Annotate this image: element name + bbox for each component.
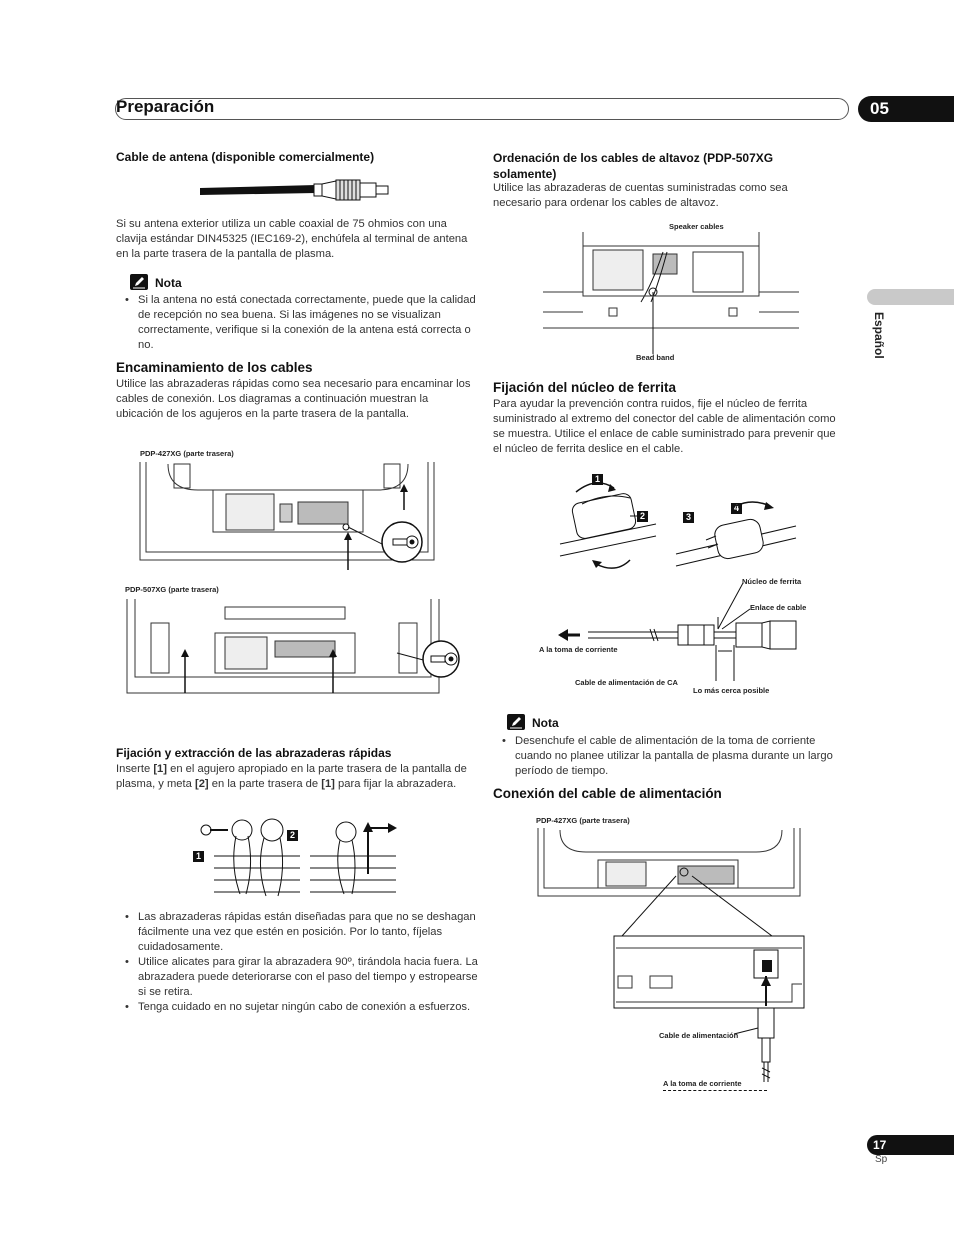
page-number: 17 xyxy=(867,1135,954,1155)
routing-body: Utilice las abrazaderas rápidas como sea… xyxy=(116,378,471,420)
ferrite-body: Para ayudar la prevención contra ruidos,… xyxy=(493,398,836,455)
caption-427-power: PDP-427XG (parte trasera) xyxy=(536,816,630,825)
antenna-heading: Cable de antena (disponible comercialmen… xyxy=(116,150,375,164)
caption-speaker-cables: Speaker cables xyxy=(669,222,724,231)
clamps-bullet: Utilice alicates para girar la abrazader… xyxy=(118,955,478,1000)
chapter-number: 05 xyxy=(858,96,954,122)
note-list: Desenchufe el cable de alimentación de l… xyxy=(495,734,845,779)
note-pencil-icon xyxy=(130,274,148,290)
caption-closest: Lo más cerca posible xyxy=(693,686,770,695)
caption-ac-cable: Cable de alimentación de CA xyxy=(575,678,678,687)
step-4: 4 xyxy=(731,498,742,516)
clamps-bullets: Las abrazaderas rápidas están diseñadas … xyxy=(118,910,478,1015)
speaker-cable-diagram xyxy=(543,232,799,354)
ferrite-heading: Fijación del núcleo de ferrita xyxy=(493,380,677,395)
caption-507-rear: PDP-507XG (parte trasera) xyxy=(125,585,219,594)
power-heading: Conexión del cable de alimentación xyxy=(493,786,722,801)
ferrite-placement-illustration xyxy=(558,582,797,681)
step-2: 2 xyxy=(637,506,648,524)
note-label: Nota xyxy=(532,716,559,730)
note-item: Si la antena no está conectada correctam… xyxy=(118,293,478,353)
clamp-illustration xyxy=(200,818,397,897)
outlet-line xyxy=(663,1090,767,1091)
ferrite-steps-illustration xyxy=(559,482,797,569)
clamps-body: Inserte [1] en el agujero apropiado en l… xyxy=(116,763,467,790)
step-1: 1 xyxy=(592,469,603,487)
routing-heading: Encaminamiento de los cables xyxy=(116,360,313,375)
caption-power-outlet: A la toma de corriente xyxy=(663,1079,742,1088)
clamps-bullet: Tenga cuidado en no sujetar ningún cabo … xyxy=(118,1000,478,1015)
note-list: Si la antena no está conectada correctam… xyxy=(118,293,478,353)
caption-cable-link: Enlace de cable xyxy=(750,603,807,612)
language-label: Español xyxy=(872,312,886,359)
rear-427-diagram xyxy=(139,462,435,570)
step-3: 3 xyxy=(683,507,694,525)
clamps-bullet: Las abrazaderas rápidas están diseñadas … xyxy=(118,910,478,955)
language-label-wrap: Español xyxy=(868,312,890,372)
note-item: Desenchufe el cable de alimentación de l… xyxy=(495,734,845,779)
rear-507-diagram xyxy=(126,599,460,694)
marker-1: 1 xyxy=(193,846,204,864)
caption-ferrite-core: Núcleo de ferrita xyxy=(742,577,802,586)
marker-2: 2 xyxy=(287,825,298,843)
caption-bead-band: Bead band xyxy=(636,353,675,362)
caption-to-outlet: A la toma de corriente xyxy=(539,645,618,654)
antenna-body: Si su antena exterior utiliza un cable c… xyxy=(116,218,468,260)
caption-power-cable: Cable de alimentación xyxy=(659,1031,739,1040)
caption-427-rear: PDP-427XG (parte trasera) xyxy=(140,449,234,458)
power-connection-diagram xyxy=(537,828,805,1082)
header-rule xyxy=(115,98,849,120)
note-pencil-icon xyxy=(507,714,525,730)
speaker-body: Utilice las abrazaderas de cuentas sumin… xyxy=(493,182,788,209)
speaker-heading: Ordenación de los cables de altavoz (PDP… xyxy=(493,151,774,181)
note-label: Nota xyxy=(155,276,182,290)
clamps-heading: Fijación y extracción de las abrazaderas… xyxy=(116,746,392,760)
antenna-cable-illustration xyxy=(200,179,389,201)
language-code: Sp xyxy=(875,1154,888,1165)
language-tab xyxy=(867,289,954,305)
page-title: Preparación xyxy=(116,97,215,116)
